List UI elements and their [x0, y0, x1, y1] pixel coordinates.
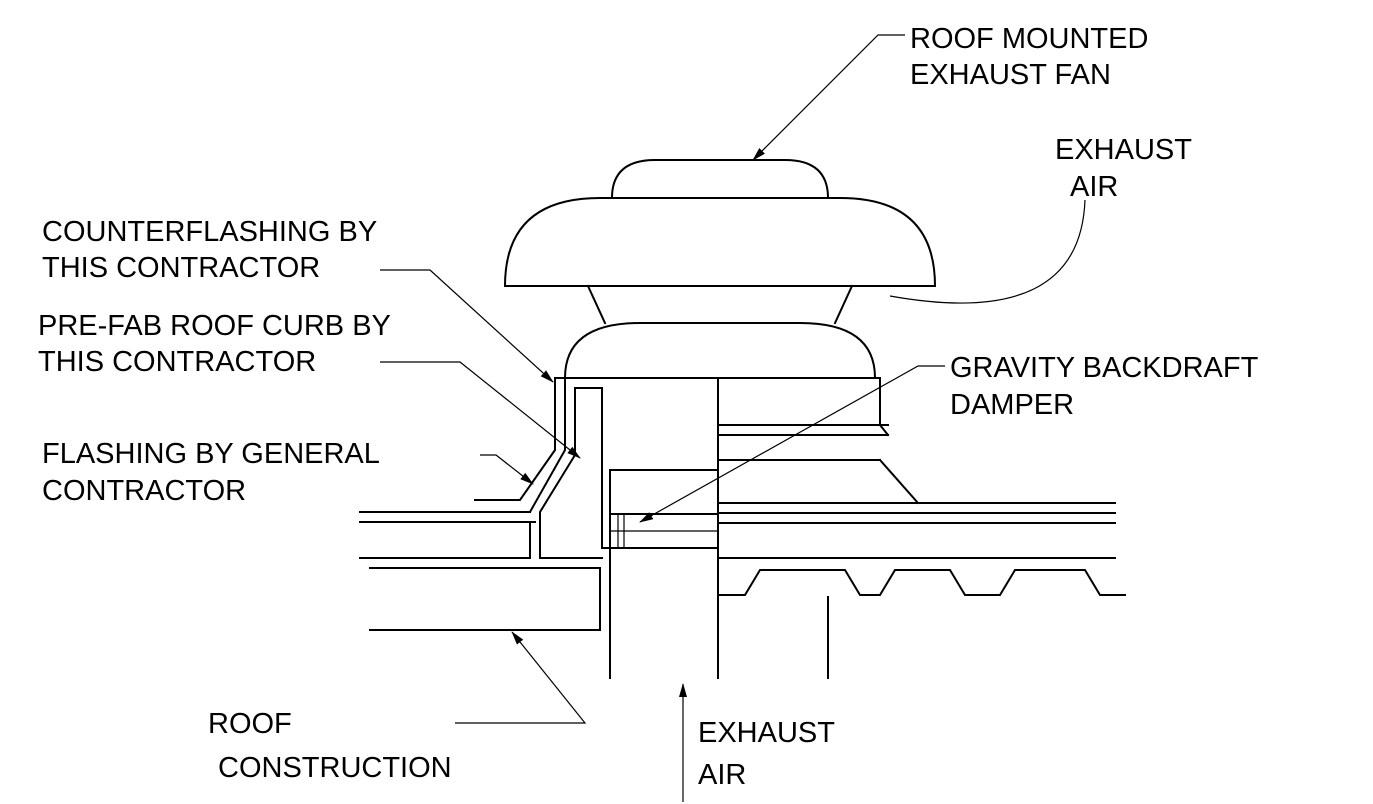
label-counterflashing: COUNTERFLASHING BY THIS CONTRACTOR [42, 216, 385, 284]
label-curb: PRE-FAB ROOF CURB BY THIS CONTRACTOR [38, 310, 398, 378]
counterflashing-strip [474, 377, 556, 501]
label-roof-construction: ROOF CONSTRUCTION [208, 708, 452, 784]
fan-base [563, 322, 877, 379]
fan-leader [752, 34, 905, 161]
curb-and-duct [359, 377, 920, 679]
fan-neck-right [833, 284, 854, 325]
roof-insulation-left [359, 521, 531, 559]
exhaust-top-leader [889, 199, 1086, 304]
label-exhaust-air-bottom: EXHAUST AIR [698, 717, 843, 791]
roof-construction [359, 502, 1126, 679]
fan-hood [503, 197, 937, 287]
counterflashing-leader [380, 269, 554, 383]
flashing-leader [480, 454, 534, 485]
leader-lines [380, 34, 1086, 802]
curb-leader [380, 361, 581, 459]
roof-deck-left [369, 567, 601, 631]
curb-outer-wall [574, 387, 611, 549]
fan-neck-left [586, 284, 607, 325]
label-fan: ROOF MOUNTED EXHAUST FAN [910, 23, 1157, 91]
curb-right-flare [878, 458, 920, 505]
curb-right-upper [717, 377, 881, 426]
curb-lip [878, 423, 890, 437]
counterflashing-strip-inner [359, 377, 566, 513]
fan-top-cap [610, 159, 830, 199]
label-flashing: FLASHING BY GENERAL CONTRACTOR [42, 438, 387, 507]
roof-leader [455, 631, 587, 724]
label-damper: GRAVITY BACKDRAFT DAMPER [950, 352, 1266, 421]
metal-deck [717, 569, 1126, 596]
exhaust-fan [503, 159, 937, 379]
damper-leader [639, 365, 945, 523]
curb-inner-wall [539, 387, 603, 559]
label-exhaust-air-top: EXHAUST AIR [1055, 134, 1200, 203]
